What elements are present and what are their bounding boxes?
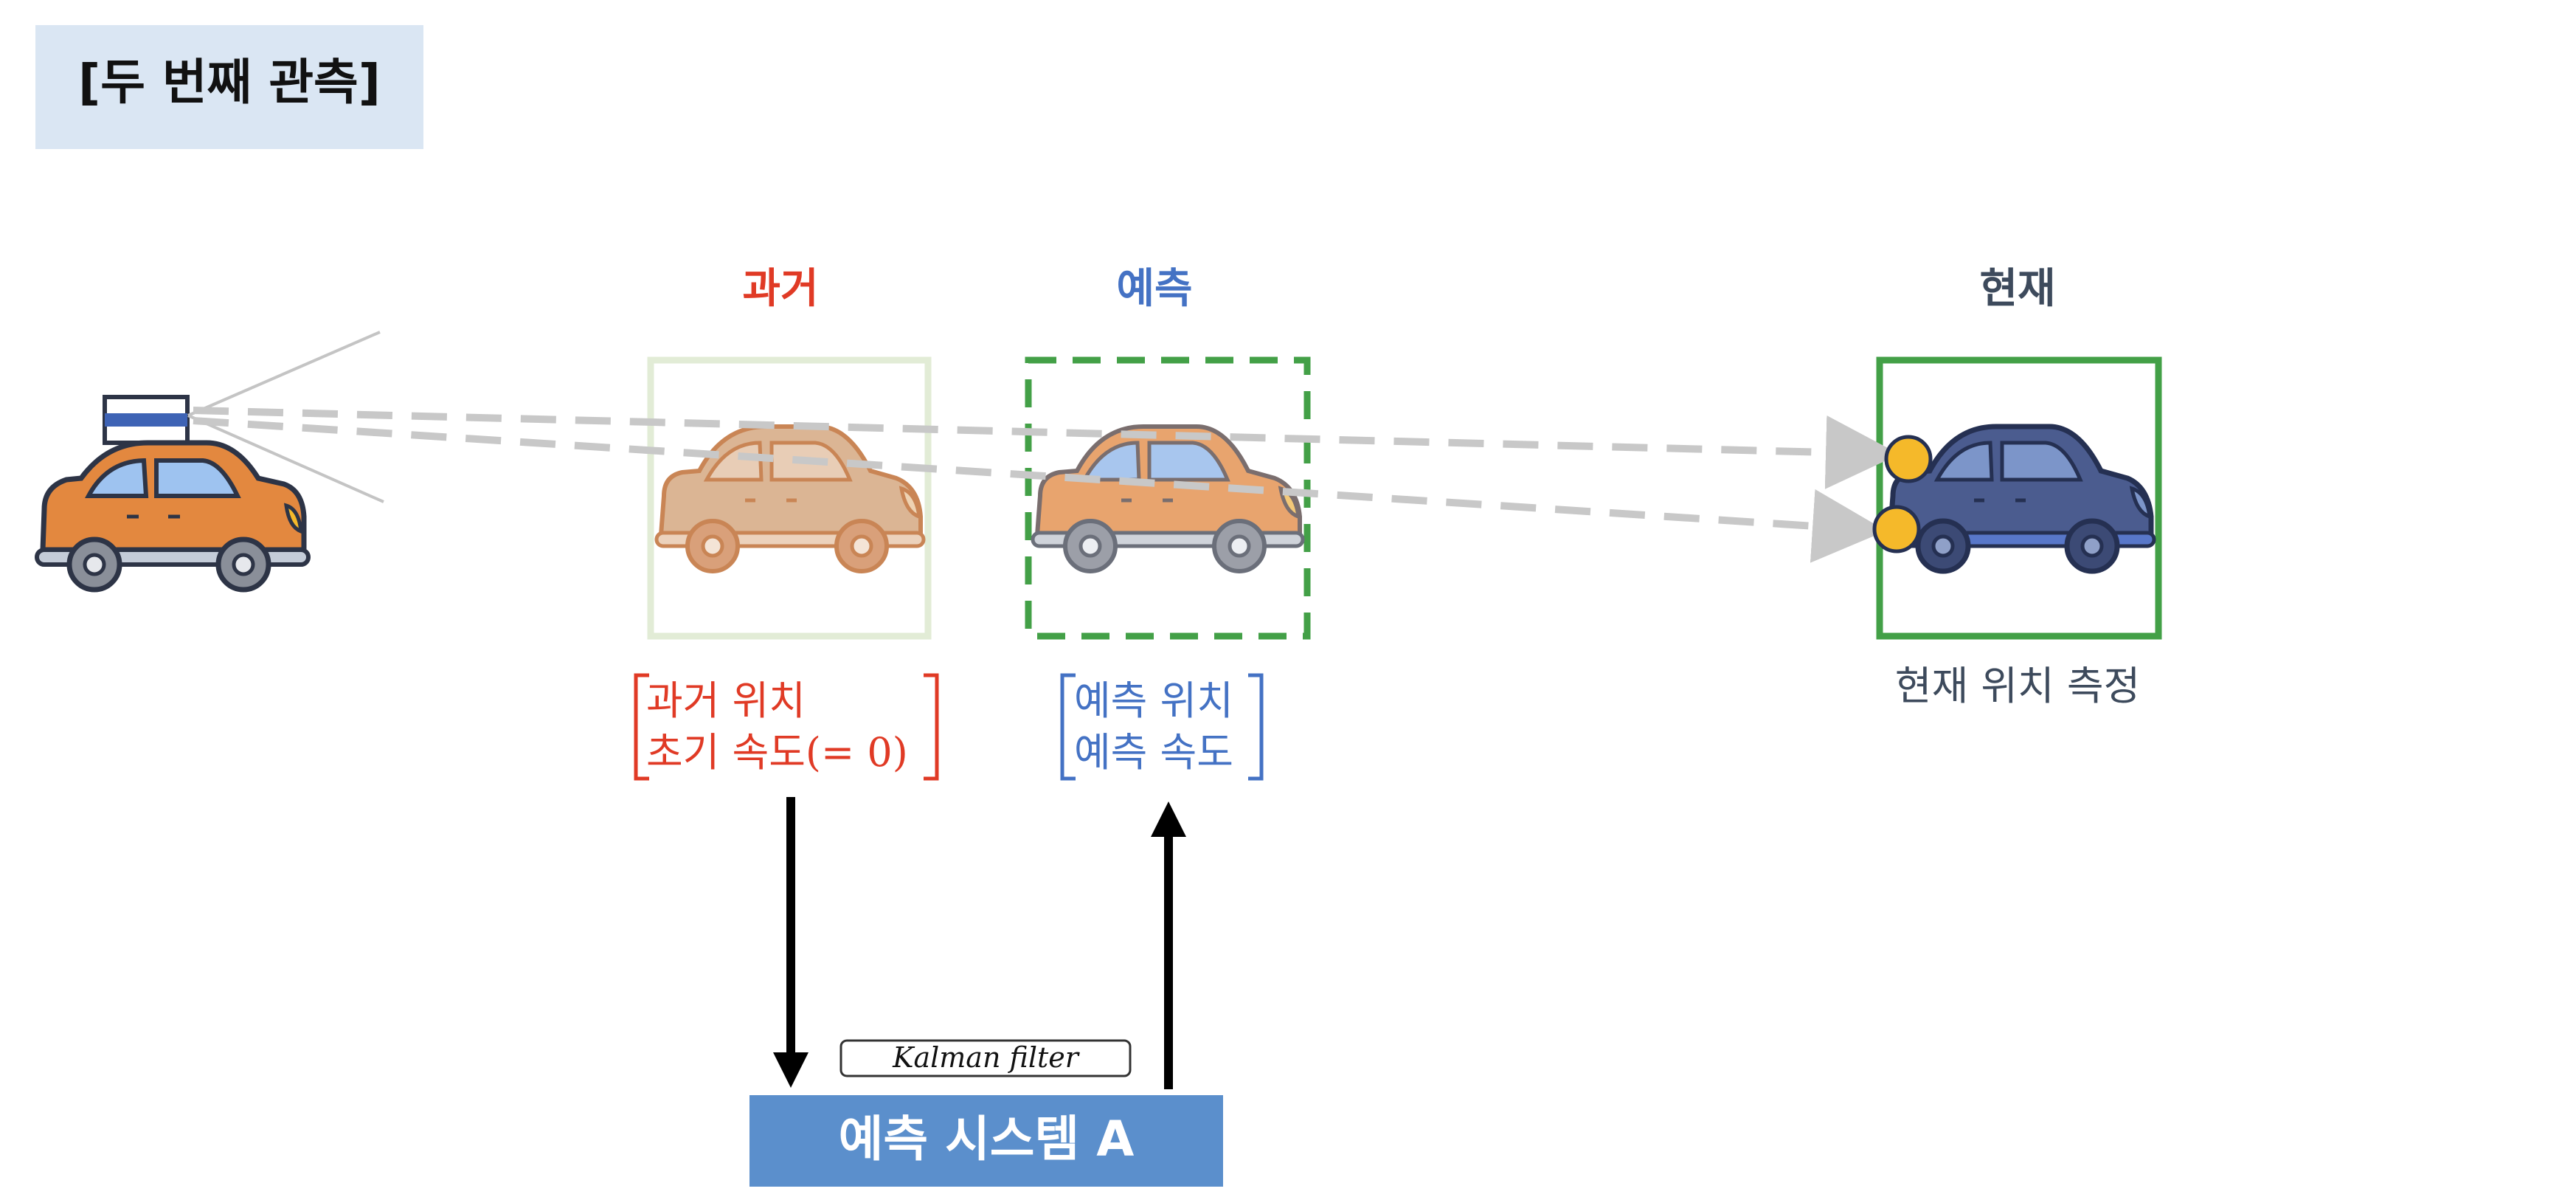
projection-line-lower bbox=[193, 417, 1886, 563]
title-background bbox=[35, 25, 423, 149]
page-title: [두 번째 관측] bbox=[78, 54, 381, 111]
kalman-filter-text: Kalman filter bbox=[892, 1041, 1081, 1074]
faded-car-icon bbox=[654, 424, 926, 573]
label-current: 현재 bbox=[1979, 265, 2055, 313]
projection-line-upper bbox=[193, 407, 1900, 489]
past-state-vector: 과거 위치 초기 속도(= 0) bbox=[634, 673, 939, 781]
measurement-point-icon bbox=[1884, 435, 1933, 483]
label-prediction: 예측 bbox=[1116, 265, 1192, 313]
navy-car-icon bbox=[1883, 424, 2156, 574]
car-icon bbox=[1031, 424, 1305, 573]
current-measurement-text: 현재 위치 측정 bbox=[1895, 663, 2140, 709]
past-velocity-text: 초기 속도 bbox=[646, 729, 806, 776]
past-velocity-line: 초기 속도(= 0) bbox=[646, 729, 908, 776]
kalman-filter-tag bbox=[839, 1039, 1132, 1077]
past-box bbox=[647, 356, 932, 640]
predicted-state-vector: 예측 위치 예측 속도 bbox=[1060, 673, 1264, 781]
prediction-box bbox=[1025, 356, 1311, 640]
label-past: 과거 bbox=[742, 265, 818, 313]
predicted-position-text: 예측 위치 bbox=[1074, 677, 1233, 724]
past-velocity-zero: (= 0) bbox=[806, 729, 908, 776]
past-position-text: 과거 위치 bbox=[646, 677, 806, 724]
measurement-point-icon bbox=[1872, 505, 1921, 553]
prediction-system-label: 예측 시스템 A bbox=[839, 1111, 1135, 1167]
predicted-velocity-text: 예측 속도 bbox=[1074, 729, 1233, 776]
prediction-system-box bbox=[749, 1095, 1223, 1187]
car-with-sensor-icon bbox=[35, 331, 384, 593]
